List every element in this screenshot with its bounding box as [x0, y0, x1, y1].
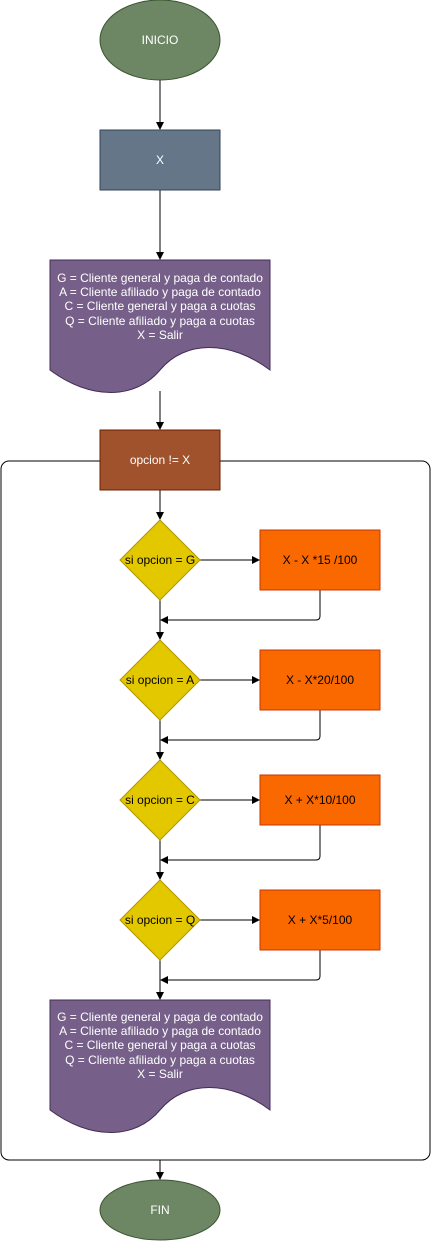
connectors — [156, 80, 321, 1180]
arrow-process-g-return — [160, 590, 321, 624]
menu-1-line-5: X = Salir — [137, 328, 183, 342]
arrow-process-a-return — [160, 710, 321, 744]
arrow-process-c-return — [160, 825, 321, 864]
menu-1-line-3: C = Cliente general y paga a cuotas — [64, 299, 255, 313]
start-label: INICIO — [142, 33, 179, 47]
loop-condition-box — [99, 429, 221, 491]
decision-a-label: si opcion = A — [126, 673, 194, 687]
menu-2-line-4: Q = Cliente afiliado y paga a cuotas — [65, 1053, 255, 1067]
process-g — [259, 529, 381, 591]
process-a-label: X - X*20/100 — [286, 673, 354, 687]
decision-q-label: si opcion = Q — [125, 913, 195, 927]
input-box — [99, 129, 221, 191]
menu-2-line-1: G = Cliente general y paga de contado — [57, 1010, 263, 1024]
decision-c — [119, 759, 201, 841]
decision-a — [119, 639, 201, 721]
process-g-label: X - X *15 /100 — [283, 553, 358, 567]
menu-2-line-5: X = Salir — [137, 1067, 183, 1081]
decision-c-label: si opcion = C — [125, 793, 195, 807]
decision-q — [119, 879, 201, 961]
process-q-label: X + X*5/100 — [288, 913, 353, 927]
menu-1-line-4: Q = Cliente afiliado y paga a cuotas — [65, 314, 255, 328]
menu-document-1 — [49, 259, 271, 393]
process-a — [259, 649, 381, 711]
end-label: FIN — [150, 1203, 169, 1217]
menu-document-2 — [49, 999, 271, 1133]
process-c-label: X + X*10/100 — [284, 793, 355, 807]
decision-g — [119, 519, 201, 601]
start-terminal — [99, 0, 221, 81]
menu-2-line-3: C = Cliente general y paga a cuotas — [64, 1038, 255, 1052]
process-c — [259, 774, 381, 826]
arrow-process-q-return — [160, 950, 321, 984]
input-label: X — [156, 153, 164, 167]
process-q — [259, 889, 381, 951]
menu-1-line-2: A = Cliente afiliado y paga de contado — [59, 285, 261, 299]
decision-g-label: si opcion = G — [125, 553, 195, 567]
menu-1-line-1: G = Cliente general y paga de contado — [57, 271, 263, 285]
loop-condition-label: opcion != X — [130, 453, 190, 467]
end-terminal — [99, 1179, 221, 1241]
menu-2-line-2: A = Cliente afiliado y paga de contado — [59, 1024, 261, 1038]
